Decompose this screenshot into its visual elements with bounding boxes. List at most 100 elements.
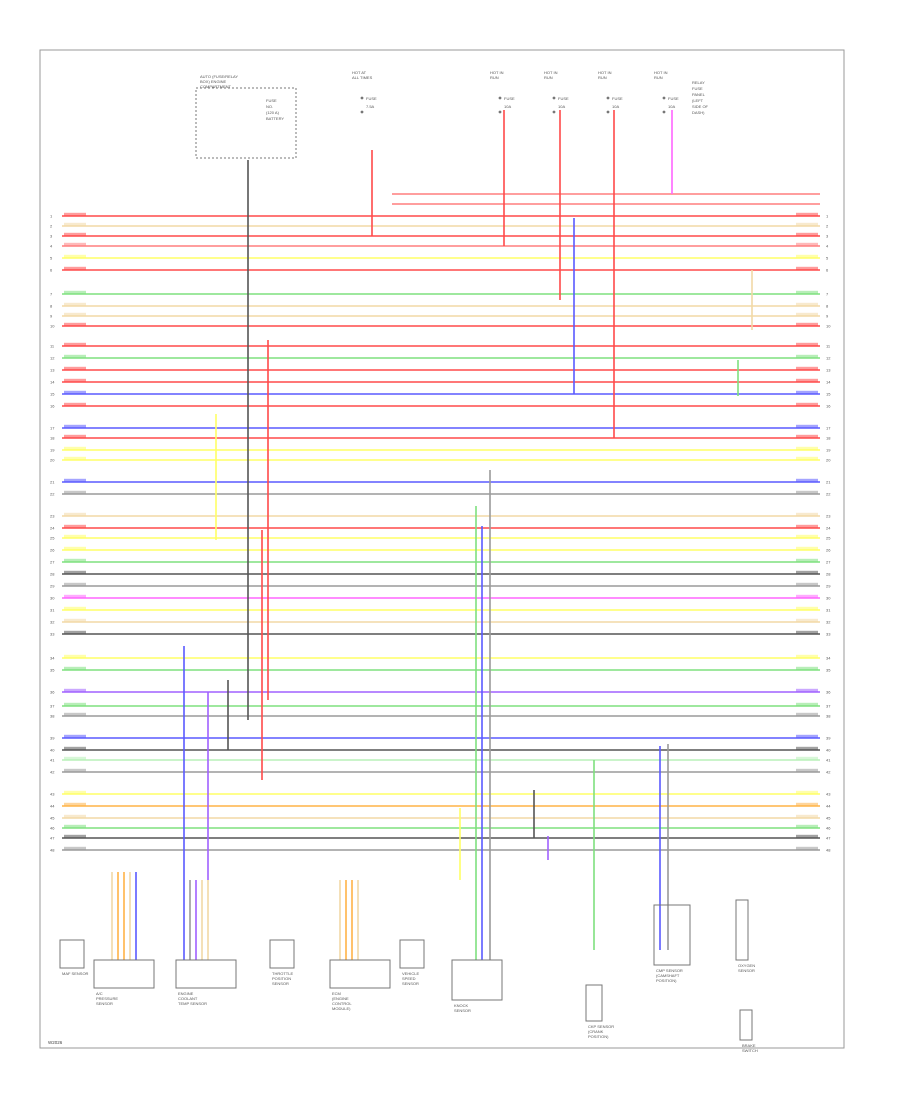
wire-code-tag — [64, 594, 86, 598]
pin-label-right: 26 — [826, 548, 831, 553]
wire-code-tag — [796, 712, 818, 716]
relay-box-title: BOX) ENGINE — [200, 79, 227, 84]
pin-label-left: 31 — [50, 608, 55, 613]
pin-label-right: 29 — [826, 584, 831, 589]
wire-code-tag — [796, 746, 818, 750]
pin-label-left: 28 — [50, 572, 55, 577]
pin-label-left: 44 — [50, 804, 55, 809]
component-box — [585, 984, 603, 1022]
pin-label-right: 39 — [826, 736, 831, 741]
wire-code-tag — [64, 232, 86, 236]
fuse-label: FUSE — [366, 96, 377, 101]
pin-label-right: 32 — [826, 620, 831, 625]
component-label: SENSOR — [96, 1001, 113, 1006]
pin-label-right: 28 — [826, 572, 831, 577]
wire-code-tag — [64, 424, 86, 428]
pin-label-right: 15 — [826, 392, 831, 397]
wire-code-tag — [64, 266, 86, 270]
pin-label-right: 31 — [826, 608, 831, 613]
pin-label-right: 24 — [826, 526, 831, 531]
wire-code-tag — [64, 746, 86, 750]
pin-label-right: 30 — [826, 596, 831, 601]
wire-code-tag — [64, 834, 86, 838]
wire-code-tag — [64, 490, 86, 494]
pin-label-left: 8 — [50, 304, 53, 309]
fuse-title: ALL TIMES — [352, 75, 373, 80]
pin-label-right: 34 — [826, 656, 831, 661]
vertical-wires — [111, 110, 753, 960]
wire-code-tag — [64, 434, 86, 438]
wire-code-tag — [64, 366, 86, 370]
component-label: ENGINE — [178, 991, 194, 996]
wire-code-tag — [64, 222, 86, 226]
wire-code-tag — [796, 654, 818, 658]
pin-label-left: 34 — [50, 656, 55, 661]
wire-code-tag — [796, 490, 818, 494]
pin-label-right: 43 — [826, 792, 831, 797]
component-label: TEMP SENSOR — [178, 1001, 207, 1006]
pin-label-left: 42 — [50, 770, 55, 775]
wire-code-tag — [796, 512, 818, 516]
component-label: A/C — [96, 991, 103, 996]
wire-code-tag — [796, 478, 818, 482]
wire-code-tag — [796, 570, 818, 574]
wire-code-tag — [64, 846, 86, 850]
wire-code-tag — [796, 366, 818, 370]
wire-code-tag — [64, 756, 86, 760]
pin-label-right: 44 — [826, 804, 831, 809]
pin-label-right: 3 — [826, 234, 829, 239]
pin-label-left: 11 — [50, 344, 55, 349]
component-label: (ENGINE — [332, 996, 349, 1001]
pin-label-right: 46 — [826, 826, 831, 831]
fuse-title: HOT IN — [654, 70, 668, 75]
fuse-icon — [662, 96, 666, 100]
wire-code-tag — [64, 378, 86, 382]
pin-label-left: 4 — [50, 244, 53, 249]
pin-label-left: 38 — [50, 714, 55, 719]
pin-label-left: 10 — [50, 324, 55, 329]
pin-label-left: 16 — [50, 404, 55, 409]
fuse-label: FUSE — [504, 96, 515, 101]
wire-code-tag — [64, 242, 86, 246]
wire-code-tag — [64, 582, 86, 586]
wire-code-tag — [796, 312, 818, 316]
wire-code-tag — [796, 232, 818, 236]
wire-code-tag — [64, 446, 86, 450]
pin-label-left: 47 — [50, 836, 55, 841]
component-box — [735, 899, 749, 961]
pin-label-left: 7 — [50, 292, 53, 297]
component-box — [653, 904, 691, 966]
component-label: SENSOR — [738, 968, 755, 973]
pin-label-right: 2 — [826, 224, 829, 229]
component-label: THROTTLE — [272, 971, 293, 976]
pin-label-right: 20 — [826, 458, 831, 463]
relay-box-label: FUSE — [266, 98, 277, 103]
pin-label-right: 18 — [826, 436, 831, 441]
wire-code-tag — [64, 322, 86, 326]
wire-code-tag — [796, 212, 818, 216]
wire-code-tag — [64, 558, 86, 562]
component-label: CKP SENSOR — [588, 1024, 614, 1029]
component-label: CMP SENSOR — [656, 968, 683, 973]
wire-code-tag — [796, 524, 818, 528]
component-label: SPEED — [402, 976, 416, 981]
pin-label-right: 19 — [826, 448, 831, 453]
fuse-icon — [552, 96, 556, 100]
wire-code-tag — [796, 342, 818, 346]
wire-code-tag — [796, 534, 818, 538]
component-box — [175, 959, 237, 989]
pin-label-left: 14 — [50, 380, 55, 385]
wire-code-tag — [796, 618, 818, 622]
component-label: SWITCH — [742, 1048, 758, 1053]
pin-label-left: 1 — [50, 214, 53, 219]
pin-label-right: 5 — [826, 256, 829, 261]
wire-code-tag — [64, 666, 86, 670]
pin-label-right: 45 — [826, 816, 831, 821]
wire-code-tag — [64, 390, 86, 394]
pin-label-right: 25 — [826, 536, 831, 541]
pin-label-left: 5 — [50, 256, 53, 261]
pin-label-right: 47 — [826, 836, 831, 841]
wire-code-tag — [64, 478, 86, 482]
pin-label-left: 46 — [50, 826, 55, 831]
component-label: SENSOR — [454, 1008, 471, 1013]
